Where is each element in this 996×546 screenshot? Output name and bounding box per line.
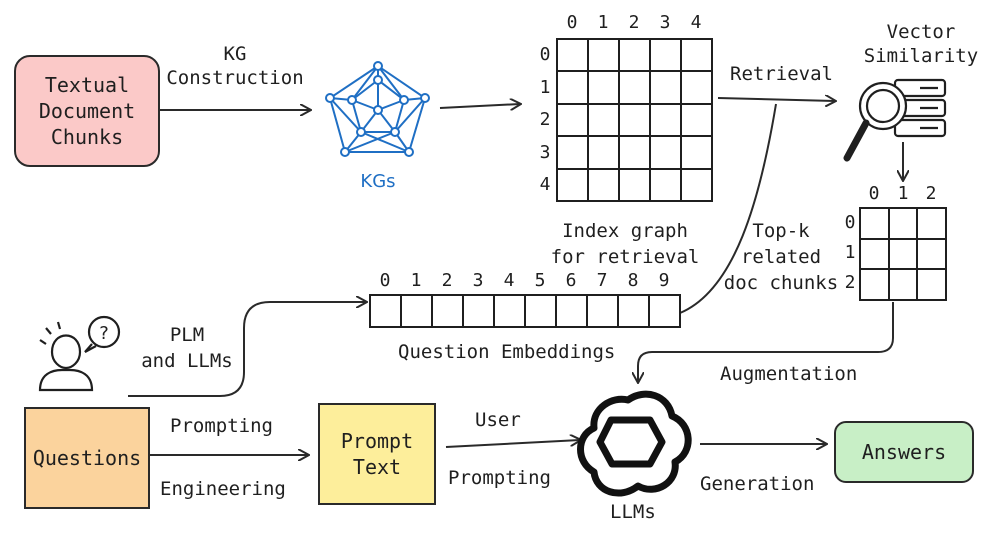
index-col-label: 1 xyxy=(597,12,609,33)
knowledge-graph-icon xyxy=(325,61,430,157)
index-col-label: 0 xyxy=(566,12,578,33)
topk-row-label: 2 xyxy=(844,272,856,293)
answers-box: Answers xyxy=(834,421,974,483)
questions-box: Questions xyxy=(24,407,150,509)
topk-row-label: 1 xyxy=(844,242,856,263)
topk-label: Top-k related doc chunks xyxy=(723,220,839,294)
index-col-label: 3 xyxy=(659,12,671,33)
question-embeddings-grid xyxy=(369,294,681,328)
question-mark-glyph: ? xyxy=(99,323,109,344)
index-graph-label: Index graph for retrieval xyxy=(550,220,700,268)
vector-similarity-icon xyxy=(843,78,947,162)
embedding-index-label: 5 xyxy=(534,270,546,291)
vector-similarity-label: Vector Similarity xyxy=(863,21,979,67)
embedding-index-label: 7 xyxy=(596,270,608,291)
embedding-index-label: 9 xyxy=(658,270,670,291)
plm-arrow xyxy=(128,302,366,397)
embedding-index-label: 4 xyxy=(503,270,515,291)
topk-col-label: 1 xyxy=(897,183,909,204)
embedding-index-label: 2 xyxy=(441,270,453,291)
topk-col-label: 2 xyxy=(925,183,937,204)
index-row-label: 4 xyxy=(539,174,551,195)
embedding-index-label: 6 xyxy=(565,270,577,291)
index-row-label: 2 xyxy=(539,109,551,130)
llm-logo-icon xyxy=(577,390,692,497)
embedding-index-label: 3 xyxy=(472,270,484,291)
kgs-label: KGs xyxy=(360,171,396,192)
prompt-text-box: Prompt Text xyxy=(318,403,436,505)
prompting-label: Prompting xyxy=(170,415,273,437)
index-col-label: 2 xyxy=(628,12,640,33)
user-question-icon xyxy=(38,315,121,392)
index-row-label: 0 xyxy=(539,44,551,65)
index-graph-grid xyxy=(556,38,713,202)
retrieval-label: Retrieval xyxy=(730,63,833,85)
embedding-index-label: 1 xyxy=(410,270,422,291)
index-col-label: 4 xyxy=(690,12,702,33)
textual-chunks-box: Textual Document Chunks xyxy=(14,55,160,167)
kg-to-index-arrow xyxy=(439,104,520,108)
topk-grid xyxy=(859,207,947,301)
augmentation-label: Augmentation xyxy=(720,363,858,385)
embeddings-to-retrieval-curve xyxy=(679,103,777,314)
generation-label: Generation xyxy=(700,473,815,495)
engineering-label: Engineering xyxy=(160,478,286,500)
index-row-label: 1 xyxy=(539,77,551,98)
embedding-index-label: 0 xyxy=(379,270,391,291)
topk-row-label: 0 xyxy=(844,212,856,233)
kg-construction-label: KG Construction xyxy=(166,43,304,89)
topk-col-label: 0 xyxy=(868,183,880,204)
user-label: User xyxy=(475,409,521,431)
index-row-label: 3 xyxy=(539,142,551,163)
embedding-index-label: 8 xyxy=(627,270,639,291)
question-embeddings-label: Question Embeddings xyxy=(398,341,616,363)
user-prompting-label: Prompting xyxy=(448,467,551,489)
llms-label: LLMs xyxy=(610,501,656,523)
retrieval-arrow xyxy=(717,98,835,101)
plm-llms-label: PLM and LLMs xyxy=(141,324,233,372)
augmentation-arrow xyxy=(638,302,894,382)
user-prompting-arrow xyxy=(445,440,580,448)
